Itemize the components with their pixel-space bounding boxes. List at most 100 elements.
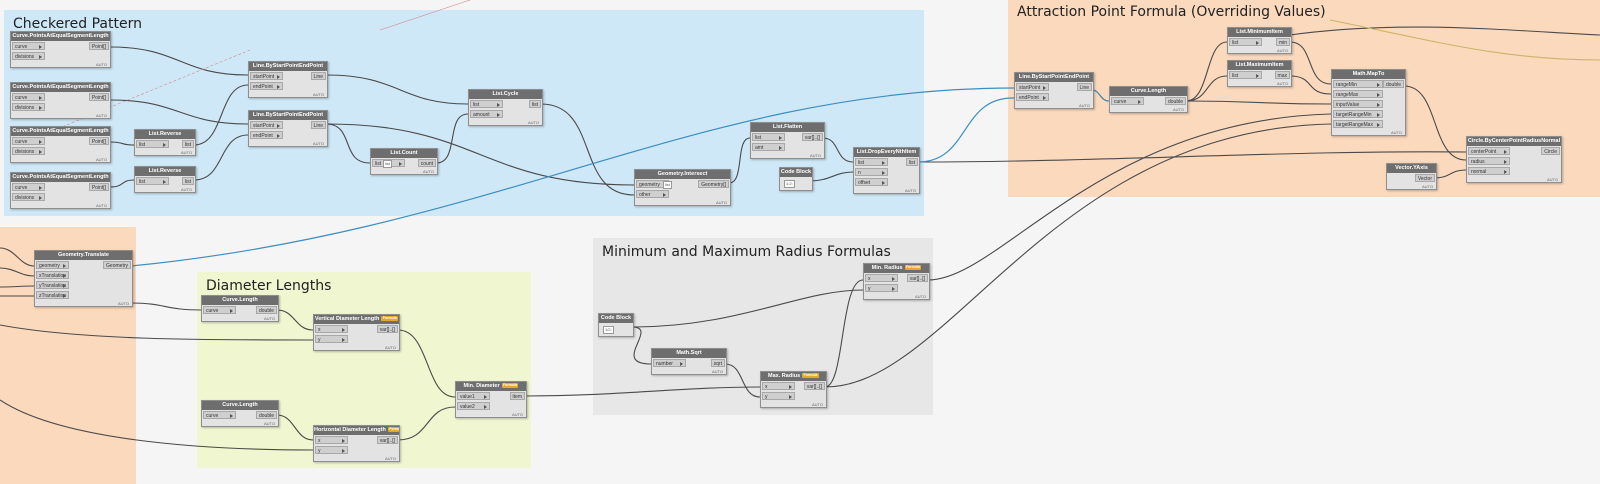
input-port-list[interactable]: list bbox=[1229, 38, 1262, 46]
use-levels-field[interactable]: list bbox=[383, 160, 392, 168]
lacing-indicator[interactable]: AUTO bbox=[95, 203, 107, 208]
input-port-y[interactable]: y bbox=[762, 392, 795, 400]
node-horizontal-diameter-length[interactable]: Horizontal Diameter LengthFormulaxyvar[]… bbox=[313, 425, 400, 462]
node-title[interactable]: Circle.ByCenterPointRadiusNormal bbox=[1467, 137, 1561, 146]
lacing-indicator[interactable]: AUTO bbox=[809, 153, 821, 158]
node-title[interactable]: List.MaximumItem bbox=[1228, 61, 1291, 70]
input-port-amount[interactable]: amount bbox=[470, 110, 503, 118]
node-title[interactable]: Geometry.Intersect bbox=[635, 170, 730, 179]
lacing-indicator[interactable]: AUTO bbox=[811, 402, 823, 407]
input-port-divisions[interactable]: divisions bbox=[12, 103, 45, 111]
input-port-list[interactable]: list bbox=[470, 100, 503, 108]
input-port-centerpoint[interactable]: centerPoint bbox=[1468, 147, 1510, 155]
node-title[interactable]: Curve.Length bbox=[1110, 87, 1187, 96]
code-block-editor[interactable]: 1/2; bbox=[603, 326, 614, 334]
lacing-indicator[interactable]: AUTO bbox=[1172, 107, 1184, 112]
input-port-list[interactable]: list bbox=[752, 133, 785, 141]
output-port-count[interactable]: count bbox=[417, 159, 436, 167]
output-port-line[interactable]: Line bbox=[1076, 83, 1092, 91]
lacing-indicator[interactable]: AUTO bbox=[1078, 103, 1090, 108]
lacing-indicator[interactable]: AUTO bbox=[263, 421, 275, 426]
output-port-var[interactable]: var[]..[] bbox=[803, 382, 825, 390]
node-title[interactable]: Curve.PointsAtEqualSegmentLength bbox=[11, 32, 110, 41]
output-port-geometry[interactable]: Geometry[] bbox=[698, 180, 729, 188]
node-title[interactable]: List.Count bbox=[371, 149, 437, 158]
node-title[interactable]: List.Cycle bbox=[469, 90, 542, 99]
output-port-item[interactable]: item bbox=[509, 392, 525, 400]
lacing-indicator[interactable]: AUTO bbox=[914, 294, 926, 299]
node-title[interactable]: Curve.Length bbox=[202, 401, 278, 410]
lacing-indicator[interactable]: AUTO bbox=[1546, 177, 1558, 182]
output-port-list[interactable]: list bbox=[905, 158, 918, 166]
node-title[interactable]: Curve.PointsAtEqualSegmentLength bbox=[11, 173, 110, 182]
input-port-y[interactable]: y bbox=[865, 284, 898, 292]
input-port-divisions[interactable]: divisions bbox=[12, 147, 45, 155]
node-title[interactable]: Math.MapTo bbox=[1332, 70, 1405, 79]
node-title[interactable]: Vector.YAxis bbox=[1387, 164, 1436, 173]
output-port-vector[interactable]: Vector bbox=[1414, 174, 1435, 182]
node-title[interactable]: Line.ByStartPointEndPoint bbox=[249, 62, 327, 71]
lacing-indicator[interactable]: AUTO bbox=[711, 369, 723, 374]
input-port-startpoint[interactable]: startPoint bbox=[250, 72, 283, 80]
input-port-rangemin[interactable]: rangeMin bbox=[1333, 80, 1383, 88]
lacing-indicator[interactable]: AUTO bbox=[95, 113, 107, 118]
output-port-geometry[interactable]: Geometry bbox=[103, 261, 131, 269]
input-port-value2[interactable]: value2 bbox=[457, 402, 490, 410]
output-port-double[interactable]: double bbox=[255, 411, 277, 419]
lacing-indicator[interactable]: AUTO bbox=[95, 157, 107, 162]
output-port-max[interactable]: max bbox=[1274, 71, 1290, 79]
lacing-indicator[interactable]: AUTO bbox=[904, 188, 916, 193]
input-port-curve[interactable]: curve bbox=[12, 183, 45, 191]
node-title[interactable]: List.Reverse bbox=[135, 130, 195, 139]
input-port-list[interactable]: list bbox=[136, 177, 169, 185]
node-title[interactable]: Curve.PointsAtEqualSegmentLength bbox=[11, 83, 110, 92]
input-port-list[interactable]: list bbox=[1229, 71, 1262, 79]
input-port-curve[interactable]: curve bbox=[12, 137, 45, 145]
node-title[interactable]: List.DropEveryNthItem bbox=[854, 148, 919, 157]
output-port-var[interactable]: var[]..[] bbox=[906, 274, 928, 282]
lacing-indicator[interactable]: AUTO bbox=[1276, 48, 1288, 53]
output-port-point[interactable]: Point[] bbox=[88, 93, 109, 101]
lacing-indicator[interactable]: AUTO bbox=[312, 92, 324, 97]
input-port-curve[interactable]: curve bbox=[12, 42, 45, 50]
lacing-indicator[interactable]: AUTO bbox=[180, 150, 192, 155]
use-levels-field[interactable]: list bbox=[663, 181, 672, 189]
output-port-var[interactable]: var[]..[] bbox=[376, 436, 398, 444]
input-port-endpoint[interactable]: endPoint bbox=[1016, 93, 1049, 101]
lacing-indicator[interactable]: AUTO bbox=[1276, 81, 1288, 86]
node-title[interactable]: Line.ByStartPointEndPoint bbox=[1015, 73, 1093, 82]
lacing-indicator[interactable]: AUTO bbox=[1421, 184, 1433, 189]
output-port-line[interactable]: Line bbox=[310, 72, 326, 80]
output-port-circle[interactable]: Circle bbox=[1541, 147, 1560, 155]
output-port-double[interactable]: double bbox=[255, 306, 277, 314]
input-port-xtranslation[interactable]: xTranslation bbox=[36, 271, 69, 279]
output-port-list[interactable]: list bbox=[181, 140, 194, 148]
output-port-sqrt[interactable]: sqrt bbox=[710, 359, 725, 367]
input-port-list[interactable]: list bbox=[855, 158, 888, 166]
input-port-divisions[interactable]: divisions bbox=[12, 193, 45, 201]
input-port-rangemax[interactable]: rangeMax bbox=[1333, 90, 1383, 98]
node-title[interactable]: Curve.Length bbox=[202, 296, 278, 305]
input-port-startpoint[interactable]: startPoint bbox=[1016, 83, 1049, 91]
input-port-curve[interactable]: curve bbox=[203, 411, 236, 419]
output-port-var[interactable]: var[]..[] bbox=[801, 133, 823, 141]
